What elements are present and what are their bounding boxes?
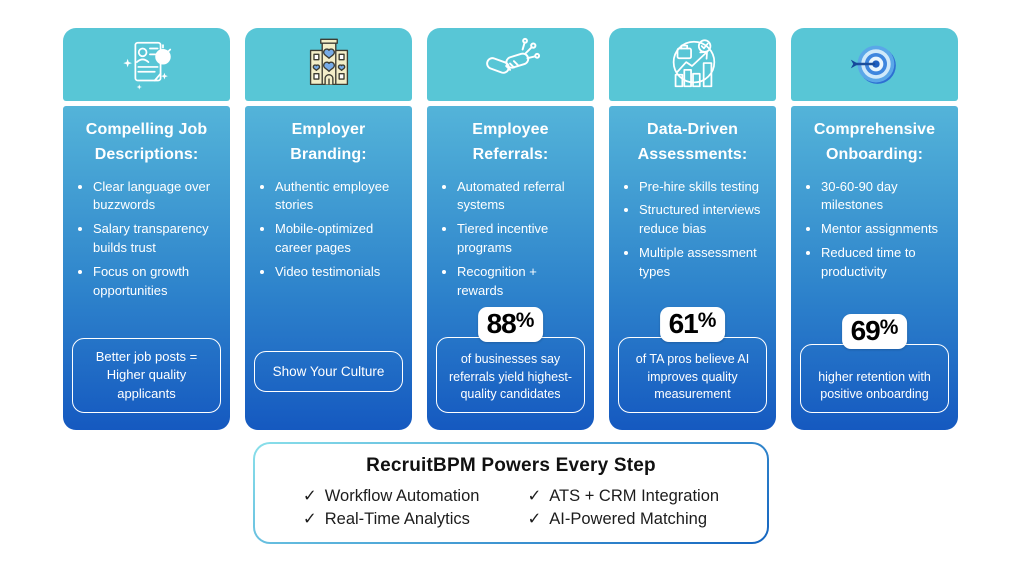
check-icon: ✓ xyxy=(527,510,542,528)
callout-box: Better job posts = Higher quality applic… xyxy=(72,337,221,413)
check-icon: ✓ xyxy=(302,510,317,528)
onboarding-target-icon xyxy=(844,34,906,96)
bullet-item: Reduced time to productivity xyxy=(821,244,947,282)
callout-box: of TA pros believe AI improves quality m… xyxy=(618,336,767,413)
footer-feature-grid: ✓Workflow Automation ✓ATS + CRM Integrat… xyxy=(303,486,719,529)
footer-title: RecruitBPM Powers Every Step xyxy=(366,455,656,476)
card-body: Employer Branding: Authentic employee st… xyxy=(245,106,412,430)
bullet-item: Salary transparency builds trust xyxy=(93,220,219,258)
card-header xyxy=(63,28,230,101)
bullet-item: Authentic employee stories xyxy=(275,178,401,216)
card-header xyxy=(427,28,594,101)
bullet-item: Tiered incentive programs xyxy=(457,220,583,258)
feature-item: ✓ATS + CRM Integration xyxy=(527,487,720,505)
footer-inner: RecruitBPM Powers Every Step ✓Workflow A… xyxy=(255,444,767,542)
card-employer-branding: Employer Branding: Authentic employee st… xyxy=(245,28,412,430)
feature-item: ✓AI-Powered Matching xyxy=(527,510,708,528)
bullet-item: Video testimonials xyxy=(275,263,401,282)
stat-badge: 69% xyxy=(841,313,908,349)
card-body: Employee Referrals: Automated referral s… xyxy=(427,106,594,430)
card-body: Compelling Job Descriptions: Clear langu… xyxy=(63,106,230,430)
card-employee-referrals: Employee Referrals: Automated referral s… xyxy=(427,28,594,430)
feature-item: ✓Workflow Automation xyxy=(302,487,480,505)
referral-handshake-icon xyxy=(480,34,542,96)
check-icon: ✓ xyxy=(302,487,317,505)
bullet-list: 30-60-90 day milestones Mentor assignmen… xyxy=(802,178,947,282)
card-header xyxy=(245,28,412,101)
card-body: Comprehensive Onboarding: 30-60-90 day m… xyxy=(791,106,958,430)
job-description-icon xyxy=(116,34,178,96)
callout-wrap: 69% higher retention with positive onboa… xyxy=(800,313,949,413)
card-job-descriptions: Compelling Job Descriptions: Clear langu… xyxy=(63,28,230,430)
bullet-item: Multiple assessment types xyxy=(639,244,765,282)
card-comprehensive-onboarding: Comprehensive Onboarding: 30-60-90 day m… xyxy=(791,28,958,430)
callout-box: of businesses say referrals yield highes… xyxy=(436,336,585,413)
bullet-item: 30-60-90 day milestones xyxy=(821,178,947,216)
card-header xyxy=(791,28,958,101)
card-title: Compelling Job Descriptions: xyxy=(85,121,208,163)
callout-wrap: 88% of businesses say referrals yield hi… xyxy=(436,306,585,413)
card-title: Comprehensive Onboarding: xyxy=(813,121,936,163)
card-data-driven-assessments: Data-Driven Assessments: Pre-hire skills… xyxy=(609,28,776,430)
check-icon: ✓ xyxy=(527,487,542,505)
card-title: Employee Referrals: xyxy=(472,121,549,163)
bullet-list: Authentic employee stories Mobile-optimi… xyxy=(256,178,401,282)
bullet-item: Automated referral systems xyxy=(457,178,583,216)
stat-badge: 88% xyxy=(477,306,544,342)
bullet-list: Clear language over buzzwords Salary tra… xyxy=(74,178,219,301)
footer-summary-box: RecruitBPM Powers Every Step ✓Workflow A… xyxy=(253,442,769,544)
callout-wrap: Show Your Culture xyxy=(254,350,403,392)
bullet-list: Pre-hire skills testing Structured inter… xyxy=(620,178,765,282)
bullet-item: Pre-hire skills testing xyxy=(639,178,765,197)
stat-badge: 61% xyxy=(659,306,726,342)
callout-wrap: Better job posts = Higher quality applic… xyxy=(72,337,221,413)
bullet-item: Structured interviews reduce bias xyxy=(639,201,765,239)
bullet-item: Clear language over buzzwords xyxy=(93,178,219,216)
bullet-item: Mentor assignments xyxy=(821,220,947,239)
feature-item: ✓Real-Time Analytics xyxy=(302,510,470,528)
assessments-chart-icon xyxy=(662,34,724,96)
callout-box: higher retention with positive onboardin… xyxy=(800,343,949,413)
bullet-item: Focus on growth opportunities xyxy=(93,263,219,301)
bullet-item: Mobile-optimized career pages xyxy=(275,220,401,258)
card-body: Data-Driven Assessments: Pre-hire skills… xyxy=(609,106,776,430)
callout-wrap: 61% of TA pros believe AI improves quali… xyxy=(618,306,767,413)
callout-box: Show Your Culture xyxy=(254,350,403,392)
bullet-list: Automated referral systems Tiered incent… xyxy=(438,178,583,301)
card-title: Employer Branding: xyxy=(290,121,367,163)
card-title: Data-Driven Assessments: xyxy=(637,121,748,163)
bullet-item: Recognition + rewards xyxy=(457,263,583,301)
cards-row: Compelling Job Descriptions: Clear langu… xyxy=(63,28,959,430)
card-header xyxy=(609,28,776,101)
employer-branding-icon xyxy=(298,34,360,96)
